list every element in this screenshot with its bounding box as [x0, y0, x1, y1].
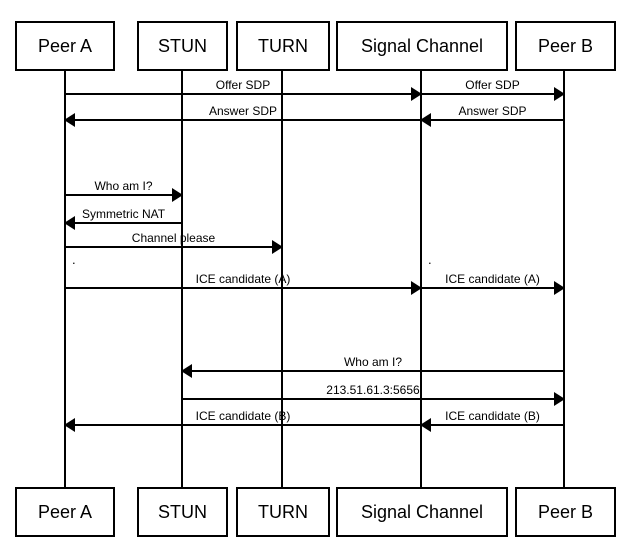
- arrowhead-left-icon: [420, 113, 431, 127]
- arrowhead-right-icon: [172, 188, 183, 202]
- message-label: ICE candidate (B): [195, 408, 291, 423]
- lifeline-turn: [281, 71, 283, 487]
- message-answer-sdp-b-to-signal: Answer SDP: [420, 104, 564, 127]
- actor-label: Peer B: [537, 35, 594, 56]
- actor-box-turn-bottom: TURN: [236, 487, 330, 537]
- message-label: Offer SDP: [215, 77, 271, 92]
- actor-label: STUN: [158, 35, 207, 56]
- actor-label: STUN: [158, 501, 207, 522]
- arrowhead-left-icon: [64, 418, 75, 432]
- actor-label: TURN: [258, 501, 308, 522]
- message-offer-sdp-signal-to-b: Offer SDP: [421, 78, 565, 101]
- arrowhead-left-icon: [181, 364, 192, 378]
- actor-box-stun-top: STUN: [137, 21, 228, 71]
- message-label: Symmetric NAT: [81, 206, 166, 221]
- message-offer-sdp-a-to-signal: Offer SDP: [65, 78, 422, 101]
- message-ip-address-stun-to-b: 213.51.61.3:5656: [182, 383, 565, 406]
- actor-label: Signal Channel: [360, 35, 484, 56]
- arrowhead-right-icon: [554, 392, 565, 406]
- message-label: Answer SDP: [458, 103, 527, 118]
- lifeline-stun: [181, 71, 183, 487]
- message-ice-candidate-a-signal-to-b: ICE candidate (A): [421, 272, 565, 295]
- actor-box-signal-channel-top: Signal Channel: [336, 21, 508, 71]
- actor-box-peer-b-top: Peer B: [515, 21, 616, 71]
- lifeline-peer-b: [563, 71, 565, 487]
- message-label: ICE candidate (A): [195, 271, 291, 286]
- message-channel-please-a-to-turn: Channel please: [65, 231, 283, 254]
- actor-label: TURN: [258, 35, 308, 56]
- message-label: Channel please: [131, 230, 216, 245]
- message-symmetric-nat-stun-to-a: Symmetric NAT: [64, 207, 182, 230]
- actor-box-peer-b-bottom: Peer B: [515, 487, 616, 537]
- stray-dot: .: [72, 252, 76, 267]
- message-ice-candidate-a-to-signal: ICE candidate (A): [65, 272, 422, 295]
- message-label: Answer SDP: [208, 103, 278, 118]
- message-who-am-i-a-to-stun: Who am I?: [65, 179, 183, 202]
- message-answer-sdp-signal-to-a: Answer SDP: [64, 104, 421, 127]
- message-who-am-i-b-to-stun: Who am I?: [181, 355, 564, 378]
- message-label: 213.51.61.3:5656: [326, 382, 420, 397]
- actor-box-turn-top: TURN: [236, 21, 330, 71]
- lifeline-signal-channel: [420, 71, 422, 487]
- message-label: Who am I?: [343, 354, 403, 369]
- actor-box-peer-a-top: Peer A: [15, 21, 115, 71]
- arrowhead-right-icon: [411, 281, 422, 295]
- lifeline-peer-a: [64, 71, 66, 487]
- arrowhead-right-icon: [272, 240, 283, 254]
- actor-box-peer-a-bottom: Peer A: [15, 487, 115, 537]
- message-label: ICE candidate (B): [445, 408, 540, 423]
- actor-label: Peer A: [37, 35, 93, 56]
- arrowhead-left-icon: [420, 418, 431, 432]
- message-label: Offer SDP: [465, 77, 520, 92]
- arrowhead-right-icon: [554, 281, 565, 295]
- arrowhead-right-icon: [554, 87, 565, 101]
- message-ice-candidate-b-to-signal: ICE candidate (B): [420, 409, 564, 432]
- stray-dot: .: [428, 252, 432, 267]
- actor-label: Peer B: [537, 501, 594, 522]
- message-ice-candidate-b-signal-to-a: ICE candidate (B): [64, 409, 421, 432]
- arrowhead-left-icon: [64, 216, 75, 230]
- message-label: Who am I?: [94, 178, 153, 193]
- arrowhead-left-icon: [64, 113, 75, 127]
- actor-label: Signal Channel: [360, 501, 484, 522]
- message-label: ICE candidate (A): [445, 271, 540, 286]
- actor-box-signal-channel-bottom: Signal Channel: [336, 487, 508, 537]
- arrowhead-right-icon: [411, 87, 422, 101]
- actor-box-stun-bottom: STUN: [137, 487, 228, 537]
- actor-label: Peer A: [37, 501, 93, 522]
